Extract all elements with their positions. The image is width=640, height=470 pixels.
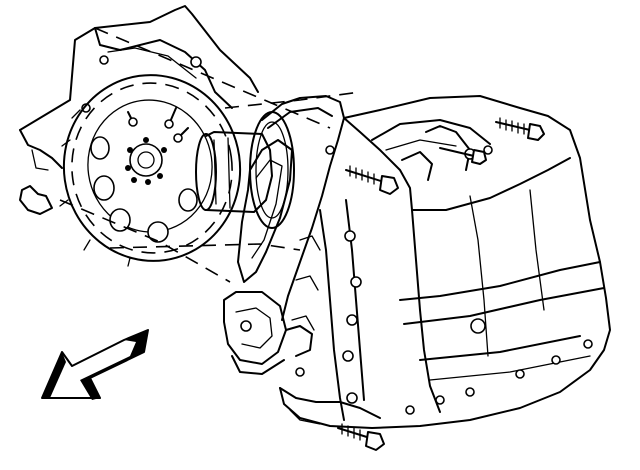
flexplate	[59, 74, 242, 267]
bolt-bottom	[337, 423, 385, 451]
direction-arrow	[41, 329, 149, 400]
alignment-guides	[59, 27, 361, 283]
engine-block	[19, 5, 259, 215]
bolt-bracket	[439, 147, 487, 165]
bolt-middle	[345, 165, 399, 195]
transmission-housing	[223, 95, 611, 429]
transmission-bolts	[337, 117, 545, 451]
bolt-upper-right	[495, 117, 545, 141]
